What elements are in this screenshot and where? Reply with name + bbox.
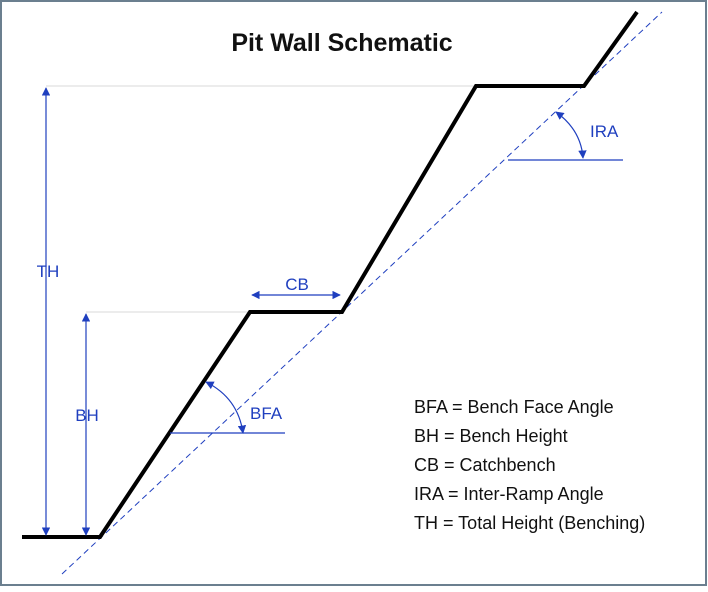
pit-wall-profile <box>22 10 639 539</box>
legend-item: IRA = Inter-Ramp Angle <box>414 484 604 504</box>
legend-item: BFA = Bench Face Angle <box>414 397 614 417</box>
inter-ramp-slope-line <box>61 11 663 575</box>
ira-angle-arc <box>555 111 587 159</box>
diagram-title: Pit Wall Schematic <box>231 29 452 57</box>
legend-item: CB = Catchbench <box>414 455 556 475</box>
cb-label: CB <box>285 275 309 294</box>
legend-item: TH = Total Height (Benching) <box>414 513 645 533</box>
bfa-angle-arc <box>205 381 247 434</box>
legend-item: BH = Bench Height <box>414 426 568 446</box>
bh-label: BH <box>75 406 99 425</box>
ira-label: IRA <box>590 122 619 141</box>
th-label: TH <box>37 262 60 281</box>
legend: BFA = Bench Face Angle BH = Bench Height… <box>414 397 645 533</box>
bfa-label: BFA <box>250 404 283 423</box>
